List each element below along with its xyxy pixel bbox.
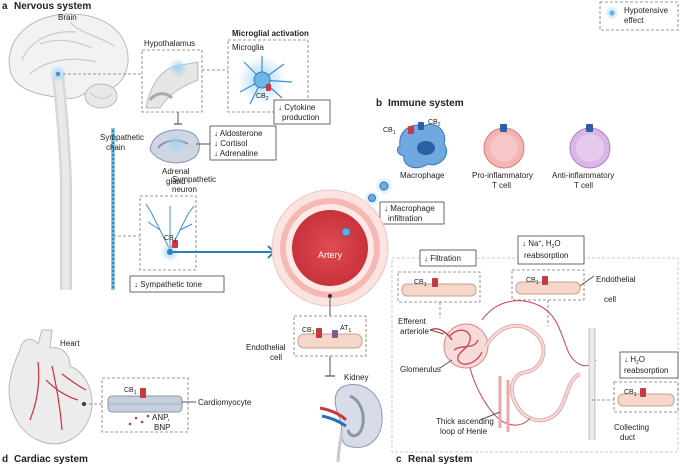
immune-cells: CB1 CB2 Macrophage Pro-inflammatory T ce…	[364, 119, 614, 225]
cytokine-label-line2: production	[282, 113, 319, 122]
sympathetic-neuron-panel: Sympathetic neuron CB1 ↓ Sympathetic ton…	[113, 175, 276, 293]
artery-cross-section: Artery CB1 AT1 Endothelial cell	[246, 189, 389, 377]
brain-illustration: Brain	[8, 13, 129, 290]
nephron	[429, 300, 597, 440]
collecting-duct-line1: Collecting	[614, 423, 649, 432]
hypothalamus-label: Hypothalamus	[144, 39, 195, 48]
neuron-label-line2: neuron	[172, 185, 197, 194]
hypothalamus-panel: Hypothalamus	[63, 39, 203, 125]
reabsorption-label-line1: ↓ Na+, H2O	[522, 239, 561, 250]
renal-filtration-cb1: CB1	[414, 279, 427, 288]
microglia-label: Microglia	[232, 43, 265, 52]
microglia-panel: Microglial activation Microglia CB2 ↓ Cy…	[202, 29, 331, 125]
section-a-label: a Nervous system	[2, 1, 91, 12]
brain-label: Brain	[58, 13, 77, 22]
artery-endothelial-label-line1: Endothelial	[246, 343, 286, 352]
neuron-cb1: CB1	[164, 235, 177, 244]
bnp-label: BNP	[154, 423, 170, 432]
renal-reabsorption-cb1: CB1	[526, 277, 539, 286]
cardiomyocyte-label: Cardiomyocyte	[198, 398, 252, 407]
microglia-cb2: CB2	[256, 93, 269, 102]
microglial-activation-title: Microglial activation	[232, 29, 309, 38]
pro-inflammatory-label-line1: Pro-inflammatory	[472, 171, 533, 180]
heart-illustration: Heart CB1 Cardiomyocyte ANP, BNP	[8, 329, 252, 445]
section-d-label: d Cardiac system	[2, 454, 88, 465]
renal-panel: ↓ Filtration CB1 ↓ Na+, H2O reabsorption…	[391, 235, 679, 453]
sympathetic-chain-label-line2: chain	[106, 143, 125, 152]
section-title: Nervous system	[14, 1, 91, 12]
section-b-label: b Immune system	[376, 98, 464, 109]
loop-label-line1: Thick ascending	[436, 417, 494, 426]
sympathetic-chain: Sympathetic chain	[100, 128, 144, 290]
section-title: Immune system	[388, 98, 464, 109]
sympathetic-tone-label: ↓ Sympathetic tone	[134, 280, 203, 289]
renal-collecting-cb1: CB1	[624, 389, 637, 398]
legend-text-line2: effect	[624, 16, 644, 25]
macrophage-label: Macrophage	[400, 171, 445, 180]
cytokine-label-line1: ↓ Cytokine	[278, 103, 316, 112]
legend-text-line1: Hypotensive	[624, 6, 669, 15]
loop-label-line2: loop of Henle	[440, 427, 488, 436]
collecting-duct-line2: duct	[620, 433, 636, 442]
pro-inflammatory-label-line2: T cell	[492, 181, 511, 190]
neuron-label-line1: Sympathetic	[172, 175, 216, 184]
artery-at1: AT1	[340, 325, 351, 334]
artery-label: Artery	[318, 250, 343, 260]
kidney-illustration: Kidney	[319, 373, 383, 463]
legend-swatch-core	[609, 10, 615, 16]
artery-endothelial-label-line2: cell	[270, 353, 282, 362]
heart-label: Heart	[60, 339, 80, 348]
macrophage-cell: CB1 CB2 Macrophage	[383, 119, 448, 180]
adrenal-label-line2: gland	[166, 177, 186, 186]
filtration-label: ↓ Filtration	[424, 254, 461, 263]
adrenal-label-line1: Adrenal	[162, 167, 190, 176]
cardiac-cb1: CB1	[124, 387, 137, 396]
legend: Hypotensive effect	[599, 1, 679, 31]
section-c-label: c Renal system	[396, 454, 473, 465]
section-letter: d	[2, 454, 8, 465]
hypothalamus-dot	[55, 71, 61, 77]
macrophage-infiltration-line2: infiltration	[388, 214, 422, 223]
reabsorption-label-line2: reabsorption	[524, 251, 568, 260]
efferent-label-line1: Efferent	[398, 317, 427, 326]
adrenal-panel: Adrenal gland ↓ Aldosterone ↓ Cortisol ↓…	[149, 125, 277, 186]
section-title: Cardiac system	[14, 454, 88, 465]
renal-endothelial-line1: Endothelial	[596, 275, 636, 284]
h2o-label-line2: reabsorption	[624, 366, 668, 375]
section-letter: b	[376, 98, 382, 109]
pro-inflammatory-t-cell: Pro-inflammatory T cell	[472, 124, 533, 190]
sympathetic-chain-label-line1: Sympathetic	[100, 133, 144, 142]
aldosterone-label: ↓ Aldosterone	[214, 129, 263, 138]
macrophage-infiltration-line1: ↓ Macrophage	[384, 204, 435, 213]
anti-inflammatory-t-cell: Anti-inflammatory T cell	[552, 124, 614, 190]
anp-label: ANP,	[152, 413, 170, 422]
glomerulus-label: Glomerulus	[400, 365, 441, 374]
section-letter: a	[2, 1, 8, 12]
macrophage-cb1: CB1	[383, 127, 396, 136]
artery-cb1: CB1	[302, 327, 315, 336]
cortisol-label: ↓ Cortisol	[214, 139, 248, 148]
section-title: Renal system	[408, 454, 473, 465]
renal-endothelial-line2: cell	[604, 295, 616, 304]
macrophage-cb2: CB2	[428, 119, 441, 128]
kidney-label: Kidney	[344, 373, 368, 382]
section-letter: c	[396, 454, 402, 465]
anti-inflammatory-label-line1: Anti-inflammatory	[552, 171, 614, 180]
anti-inflammatory-label-line2: T cell	[574, 181, 593, 190]
h2o-label-line1: ↓ H2O	[624, 355, 645, 366]
adrenaline-label: ↓ Adrenaline	[214, 149, 259, 158]
efferent-label-line2: arteriole	[400, 327, 429, 336]
